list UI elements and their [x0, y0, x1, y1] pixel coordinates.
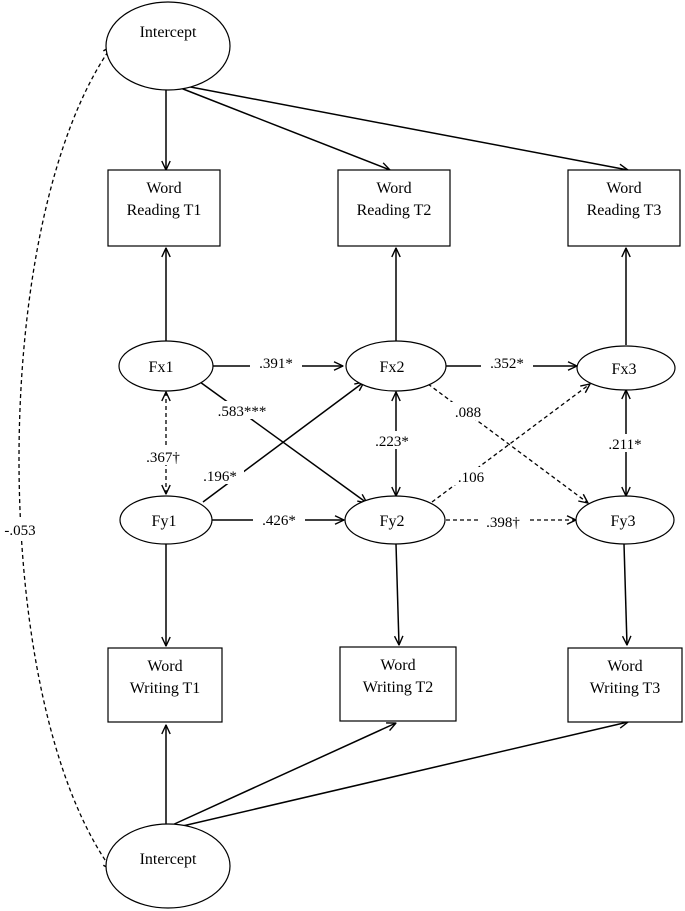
node-word-writing-t2: Word Writing T2 — [339, 646, 457, 722]
label-bg — [450, 402, 486, 420]
svg-text:Word: Word — [146, 180, 181, 197]
label-bg — [481, 353, 533, 371]
edge-label-intercept-covariance: -.053 — [4, 523, 35, 539]
label-bg — [478, 512, 528, 530]
edge-fy2-writing-t2 — [396, 543, 399, 645]
svg-text:Fy1: Fy1 — [152, 513, 177, 530]
label-bg — [138, 447, 188, 465]
edge-label-fx2-fx3: .352* — [490, 356, 524, 372]
edge-label-fy2-fx3: .106 — [458, 470, 485, 486]
svg-text:Reading T1: Reading T1 — [127, 202, 202, 219]
node-word-writing-t1: Word Writing T1 — [107, 647, 223, 723]
edge-label-fy1-fy2: .426* — [262, 513, 296, 529]
label-bg — [600, 434, 650, 452]
svg-text:Intercept: Intercept — [140, 851, 197, 868]
edge-label-fy2-fy3: .398† — [486, 515, 520, 531]
label-bg — [452, 467, 490, 485]
svg-text:Fy3: Fy3 — [611, 513, 636, 530]
edge-label-fx3-fy3: .211* — [608, 437, 641, 453]
svg-text:Reading T2: Reading T2 — [357, 202, 432, 219]
svg-text:Writing T2: Writing T2 — [363, 679, 434, 696]
edge-label-fx2-fy3: .088 — [455, 405, 481, 421]
edge-intercept-bottom-writing-t2 — [169, 723, 396, 827]
label-bg — [250, 353, 302, 371]
node-intercept-bottom: Intercept — [105, 823, 231, 909]
node-fy1: Fy1 — [119, 495, 213, 545]
node-word-writing-t3: Word Writing T3 — [567, 647, 683, 723]
svg-text:Word: Word — [376, 180, 411, 197]
edge-fy2-fx3 — [431, 384, 590, 503]
label-bg — [196, 466, 244, 484]
edge-fy3-writing-t3 — [624, 543, 627, 645]
edge-fx2-fy3 — [427, 383, 588, 503]
edge-label-fx1-fy2: .583*** — [218, 404, 267, 420]
svg-text:Word: Word — [607, 658, 642, 675]
label-bg — [210, 401, 274, 419]
svg-text:Intercept: Intercept — [140, 24, 197, 41]
label-bg — [2, 520, 42, 538]
svg-text:Writing T1: Writing T1 — [130, 680, 201, 697]
edge-intercept-covariance — [18, 46, 112, 870]
edge-label-fx1-fy1: .367† — [146, 450, 180, 466]
node-fy2: Fy2 — [344, 495, 446, 545]
svg-text:Fx1: Fx1 — [149, 359, 174, 376]
svg-text:Fy2: Fy2 — [380, 513, 405, 530]
label-bg — [253, 510, 305, 528]
node-fx1: Fx1 — [118, 340, 214, 392]
edge-label-fy1-fx2: .196* — [203, 469, 237, 485]
svg-text:Word: Word — [606, 180, 641, 197]
svg-text:Fx2: Fx2 — [380, 359, 405, 376]
label-bg — [366, 431, 418, 449]
node-word-reading-t3: Word Reading T3 — [567, 169, 681, 247]
edge-label-fx1-fx2: .391* — [259, 356, 293, 372]
node-fy3: Fy3 — [575, 495, 675, 545]
svg-text:Fx3: Fx3 — [612, 361, 637, 378]
svg-text:Reading T3: Reading T3 — [587, 202, 662, 219]
svg-text:Writing T3: Writing T3 — [590, 680, 661, 697]
node-intercept-top: Intercept — [105, 1, 231, 91]
node-fx3: Fx3 — [576, 345, 676, 391]
svg-text:Word: Word — [380, 657, 415, 674]
node-word-reading-t2: Word Reading T2 — [337, 169, 451, 247]
svg-text:Word: Word — [147, 658, 182, 675]
edge-label-fx2-fy2: .223* — [375, 434, 409, 450]
edge-intercept-bottom-writing-t3 — [173, 722, 628, 829]
node-word-reading-t1: Word Reading T1 — [107, 169, 221, 247]
node-fx2: Fx2 — [345, 340, 447, 392]
edge-intercept-top-reading-t3 — [179, 84, 628, 170]
edge-intercept-top-reading-t2 — [177, 86, 390, 170]
